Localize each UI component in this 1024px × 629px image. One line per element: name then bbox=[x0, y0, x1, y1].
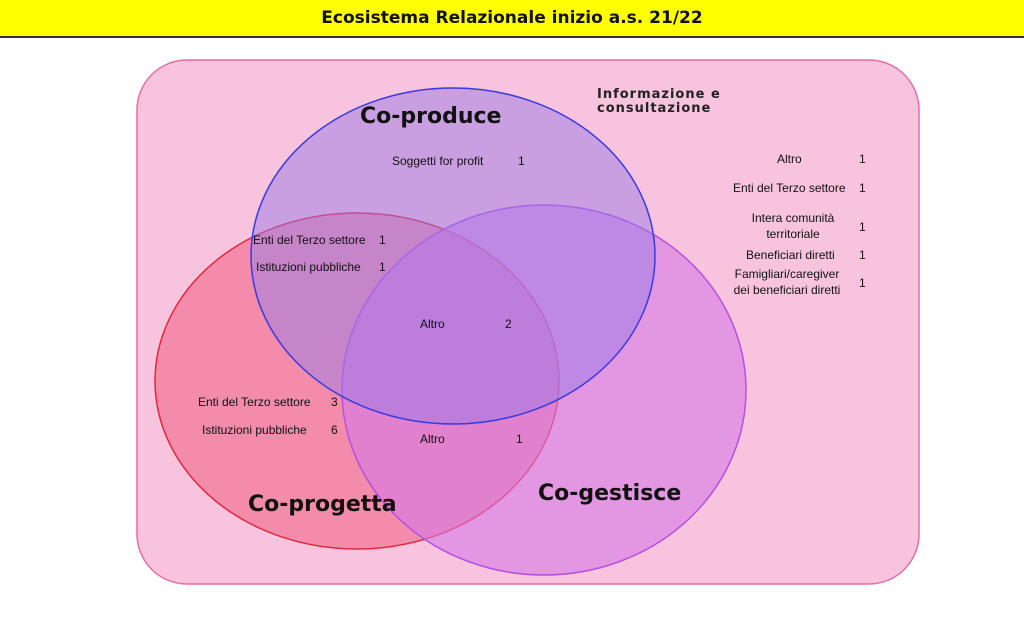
info-item-label: Altro bbox=[777, 152, 802, 166]
coproduce-label: Co-produce bbox=[360, 104, 502, 129]
region-item-label: Soggetti for profit bbox=[392, 154, 484, 168]
info-item-count: 1 bbox=[859, 276, 866, 290]
info-item-label-line2: dei beneficiari diretti bbox=[733, 283, 841, 297]
region-item-count: 1 bbox=[518, 154, 525, 168]
info-item-label-line1: Intera comunità bbox=[751, 211, 835, 225]
coprogetta-label: Co-progetta bbox=[248, 492, 397, 517]
region-item-count: 1 bbox=[516, 432, 523, 446]
info-item-count: 1 bbox=[859, 248, 866, 262]
region-item-count: 6 bbox=[331, 423, 338, 437]
region-item-label: Istituzioni pubbliche bbox=[256, 260, 361, 274]
coproduce-ellipse bbox=[250, 87, 656, 425]
info-item-count: 1 bbox=[859, 220, 866, 234]
region-item-label: Enti del Terzo settore bbox=[253, 233, 366, 247]
info-item-label: Enti del Terzo settore bbox=[733, 181, 846, 195]
region-item-count: 2 bbox=[505, 317, 512, 331]
region-item-count: 1 bbox=[379, 260, 386, 274]
info-item-label: Famigliari/caregiver dei beneficiari dir… bbox=[723, 266, 851, 298]
info-item-label: Beneficiari diretti bbox=[746, 248, 835, 262]
region-item-label: Altro bbox=[420, 432, 445, 446]
info-title-line2: consultazione bbox=[597, 101, 712, 116]
region-item-label: Enti del Terzo settore bbox=[198, 395, 311, 409]
cogestisce-label: Co-gestisce bbox=[538, 481, 682, 506]
region-item-count: 3 bbox=[331, 395, 338, 409]
region-item-label: Istituzioni pubbliche bbox=[202, 423, 307, 437]
region-item-label: Altro bbox=[420, 317, 445, 331]
region-item-count: 1 bbox=[379, 233, 386, 247]
info-title-line1: Informazione e bbox=[597, 87, 721, 102]
page-title: Ecosistema Relazionale inizio a.s. 21/22 bbox=[0, 0, 1024, 38]
info-item-count: 1 bbox=[859, 152, 866, 166]
info-title: Informazione e consultazione bbox=[597, 88, 721, 116]
info-item-label: Intera comunità territoriale bbox=[738, 210, 848, 242]
info-item-count: 1 bbox=[859, 181, 866, 195]
info-item-label-line2: territoriale bbox=[766, 227, 820, 241]
info-item-label-line1: Famigliari/caregiver bbox=[734, 267, 840, 281]
